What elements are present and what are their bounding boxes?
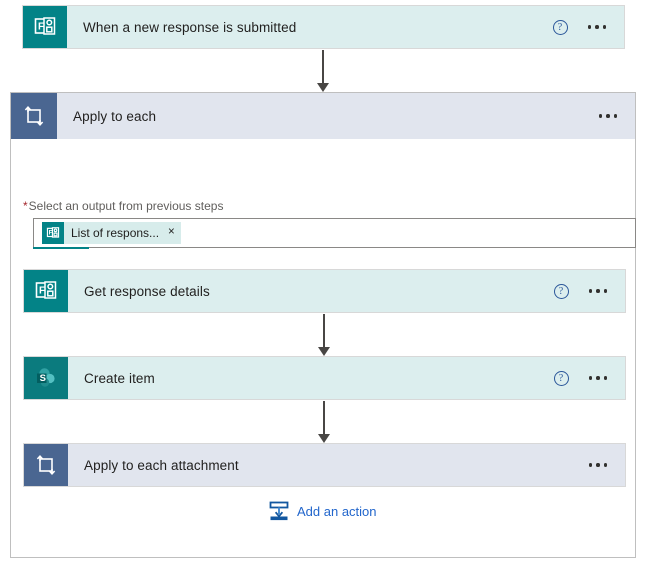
action-title: Get response details: [84, 283, 210, 299]
token-chip[interactable]: F List of respons... ×: [42, 222, 181, 244]
help-icon[interactable]: ?: [552, 19, 568, 35]
svg-text:F: F: [38, 22, 44, 33]
svg-text:S: S: [40, 373, 46, 384]
more-options-icon[interactable]: [587, 459, 610, 471]
action-card-create-item[interactable]: S Create item ?: [23, 356, 626, 400]
microsoft-forms-icon: F: [42, 222, 64, 244]
trigger-title: When a new response is submitted: [83, 19, 297, 35]
svg-text:F: F: [39, 286, 45, 297]
output-field-label: *Select an output from previous steps: [23, 199, 223, 213]
action-title: Create item: [84, 370, 155, 386]
connector-arrow: [313, 50, 333, 92]
microsoft-forms-icon: F: [24, 270, 68, 312]
action-card-actions: [587, 444, 626, 486]
more-options-icon[interactable]: [587, 372, 610, 384]
apply-to-each-actions: [597, 93, 636, 139]
token-label: List of respons...: [71, 226, 160, 240]
add-an-action-button[interactable]: Add an action: [268, 500, 377, 522]
close-icon[interactable]: ×: [168, 226, 175, 239]
connector-arrow: [314, 314, 334, 356]
action-card-actions: ?: [553, 270, 626, 312]
action-title: Apply to each attachment: [84, 457, 239, 473]
field-focus-underline: [33, 247, 89, 249]
loop-icon: [24, 444, 68, 486]
apply-to-each-scope: Apply to each *Select an output from pre…: [10, 92, 636, 558]
trigger-card[interactable]: F When a new response is submitted ?: [22, 5, 625, 49]
svg-text:F: F: [49, 230, 53, 237]
microsoft-forms-icon: F: [23, 6, 67, 48]
apply-to-each-title: Apply to each: [73, 108, 157, 124]
add-step-icon: [268, 500, 290, 522]
trigger-actions: ?: [552, 6, 625, 48]
action-card-actions: ?: [553, 357, 626, 399]
add-an-action-label: Add an action: [297, 503, 377, 519]
action-card-get-response-details[interactable]: F Get response details ?: [23, 269, 626, 313]
apply-to-each-header[interactable]: Apply to each: [11, 93, 635, 139]
more-options-icon[interactable]: [587, 285, 610, 297]
more-options-icon[interactable]: [586, 21, 609, 33]
help-icon[interactable]: ?: [553, 283, 569, 299]
required-asterisk: *: [23, 199, 28, 213]
sharepoint-icon: S: [24, 357, 68, 399]
output-field-label-text: Select an output from previous steps: [28, 199, 224, 213]
more-options-icon[interactable]: [597, 110, 620, 122]
action-card-apply-to-each-attachment[interactable]: Apply to each attachment: [23, 443, 626, 487]
output-field-input[interactable]: F List of respons... ×: [33, 218, 636, 248]
loop-icon: [11, 93, 57, 139]
connector-arrow: [314, 401, 334, 443]
help-icon[interactable]: ?: [553, 370, 569, 386]
